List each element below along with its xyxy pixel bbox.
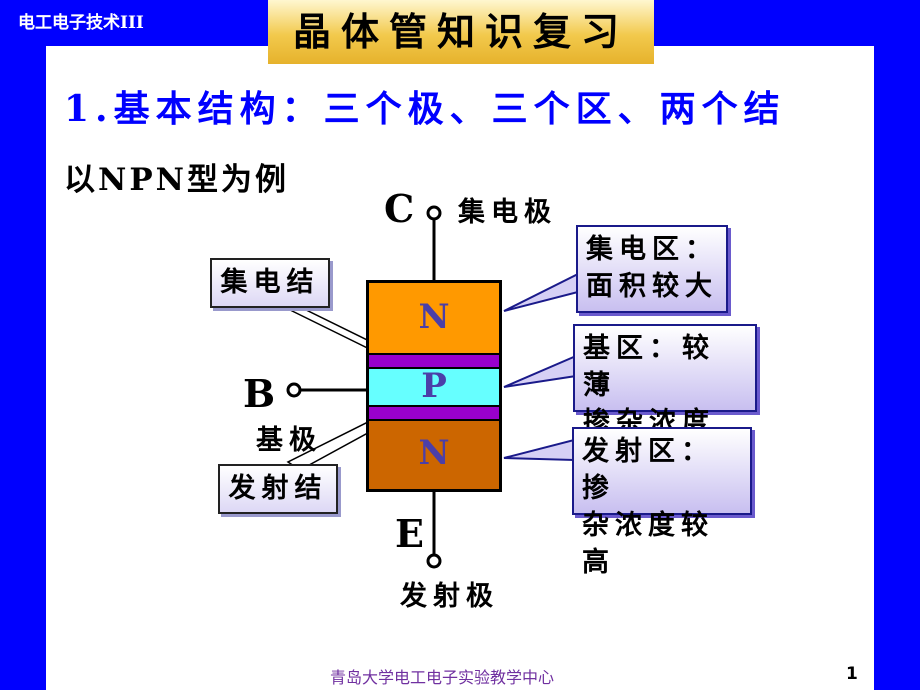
collector-region: N (369, 283, 499, 353)
collector-region-callout-line1: 集电区： (586, 234, 718, 265)
base-region-callout-tail (503, 354, 577, 388)
emitter-region-callout-tail (503, 438, 575, 462)
emitter-region-callout-line2: 杂浓度较高 (582, 510, 714, 578)
collector-letter: C (384, 186, 415, 231)
base-region-callout-line1: 基区：较薄 (583, 333, 715, 401)
emitter-region-callout-line1: 发射区：掺 (582, 436, 714, 504)
base-region-callout: 基区：较薄 掺杂浓度低 (573, 324, 757, 475)
base-terminal (286, 382, 302, 398)
emitter-terminal (426, 553, 442, 569)
emitter-junction-label: 发射结 (218, 464, 338, 514)
emitter-pin-label: 发射极 (400, 581, 499, 612)
collector-region-letter: N (418, 297, 450, 337)
collector-region-callout-tail (503, 272, 579, 312)
collector-terminal (426, 205, 442, 221)
collector-junction (369, 353, 499, 369)
emitter-region-callout: 发射区：掺 杂浓度较高 (572, 427, 752, 578)
example-label: 以NPN型为例 (64, 162, 289, 198)
base-pin-label: 基极 (256, 425, 322, 456)
collector-region-callout: 集电区： 面积较大 (576, 225, 728, 313)
collector-pin-label: 集电极 (458, 197, 557, 228)
footer-text: 青岛大学电工电子实验教学中心 (330, 668, 555, 687)
slide-title: 晶体管知识复习 (268, 0, 654, 64)
course-label: 电工电子技术III (0, 0, 196, 46)
base-letter: B (243, 371, 276, 416)
base-region: P (369, 366, 499, 406)
emitter-letter: E (395, 511, 424, 556)
base-region-letter: P (421, 366, 447, 406)
emitter-region-letter: N (418, 433, 450, 473)
collector-region-callout-line2: 面积较大 (586, 271, 718, 302)
emitter-junction (369, 405, 499, 421)
emitter-region: N (369, 421, 499, 489)
page-number: 1 (846, 664, 858, 684)
section-heading: 1.基本结构：三个极、三个区、两个结 (64, 88, 786, 130)
transistor-body: N P N (366, 280, 502, 492)
collector-junction-label: 集电结 (210, 258, 330, 308)
